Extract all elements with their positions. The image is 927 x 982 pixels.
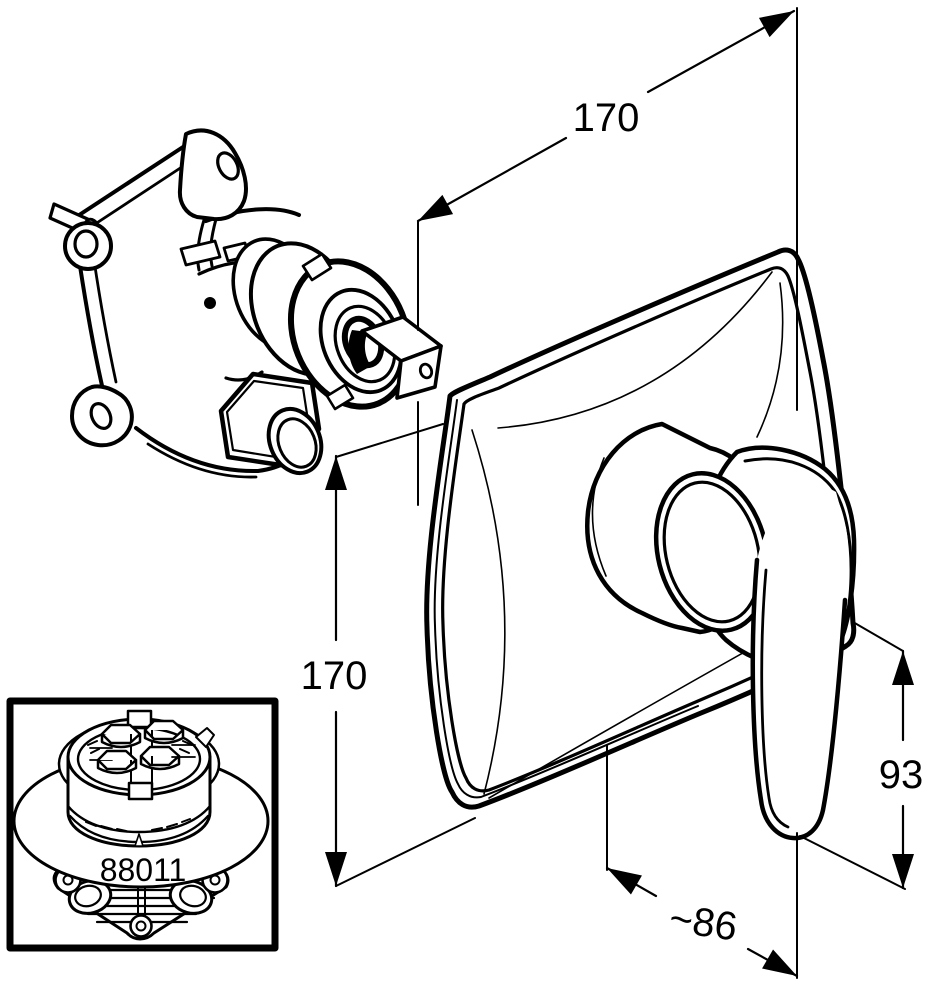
spindle-screw-hole [418,362,434,380]
svg-text:93: 93 [879,753,924,797]
svg-text:170: 170 [573,96,640,140]
boss-rim-inner [662,480,762,624]
dimension-plate-height: 170 [301,423,476,888]
mounting-tab-top [177,128,248,222]
trim-plate-with-handle-drawing [424,247,857,841]
mounting-tab-bottom [70,384,134,448]
screw-hole-top [216,151,240,181]
hex-bolts [96,719,185,775]
dimensions: 170 170 93 [301,7,924,979]
dimension-projection-depth: ~86 [605,744,799,979]
screw-hole-bottom [89,402,113,430]
part-number: 88011 [100,852,187,888]
dimension-handle-length: 93 [799,621,924,890]
dimension-plate-width: 170 [416,7,798,506]
svg-text:170: 170 [301,654,368,698]
lever-handle-outline [750,557,848,841]
inset-panel: 88011 [6,697,279,952]
screw-hole-left [73,229,99,259]
lever-handle [752,485,849,839]
valve-body-base [52,866,230,941]
cartridge-housing [57,709,221,848]
rough-in-valve-drawing [48,128,443,479]
svg-text:~86: ~86 [667,897,740,950]
screw-head [204,297,216,309]
